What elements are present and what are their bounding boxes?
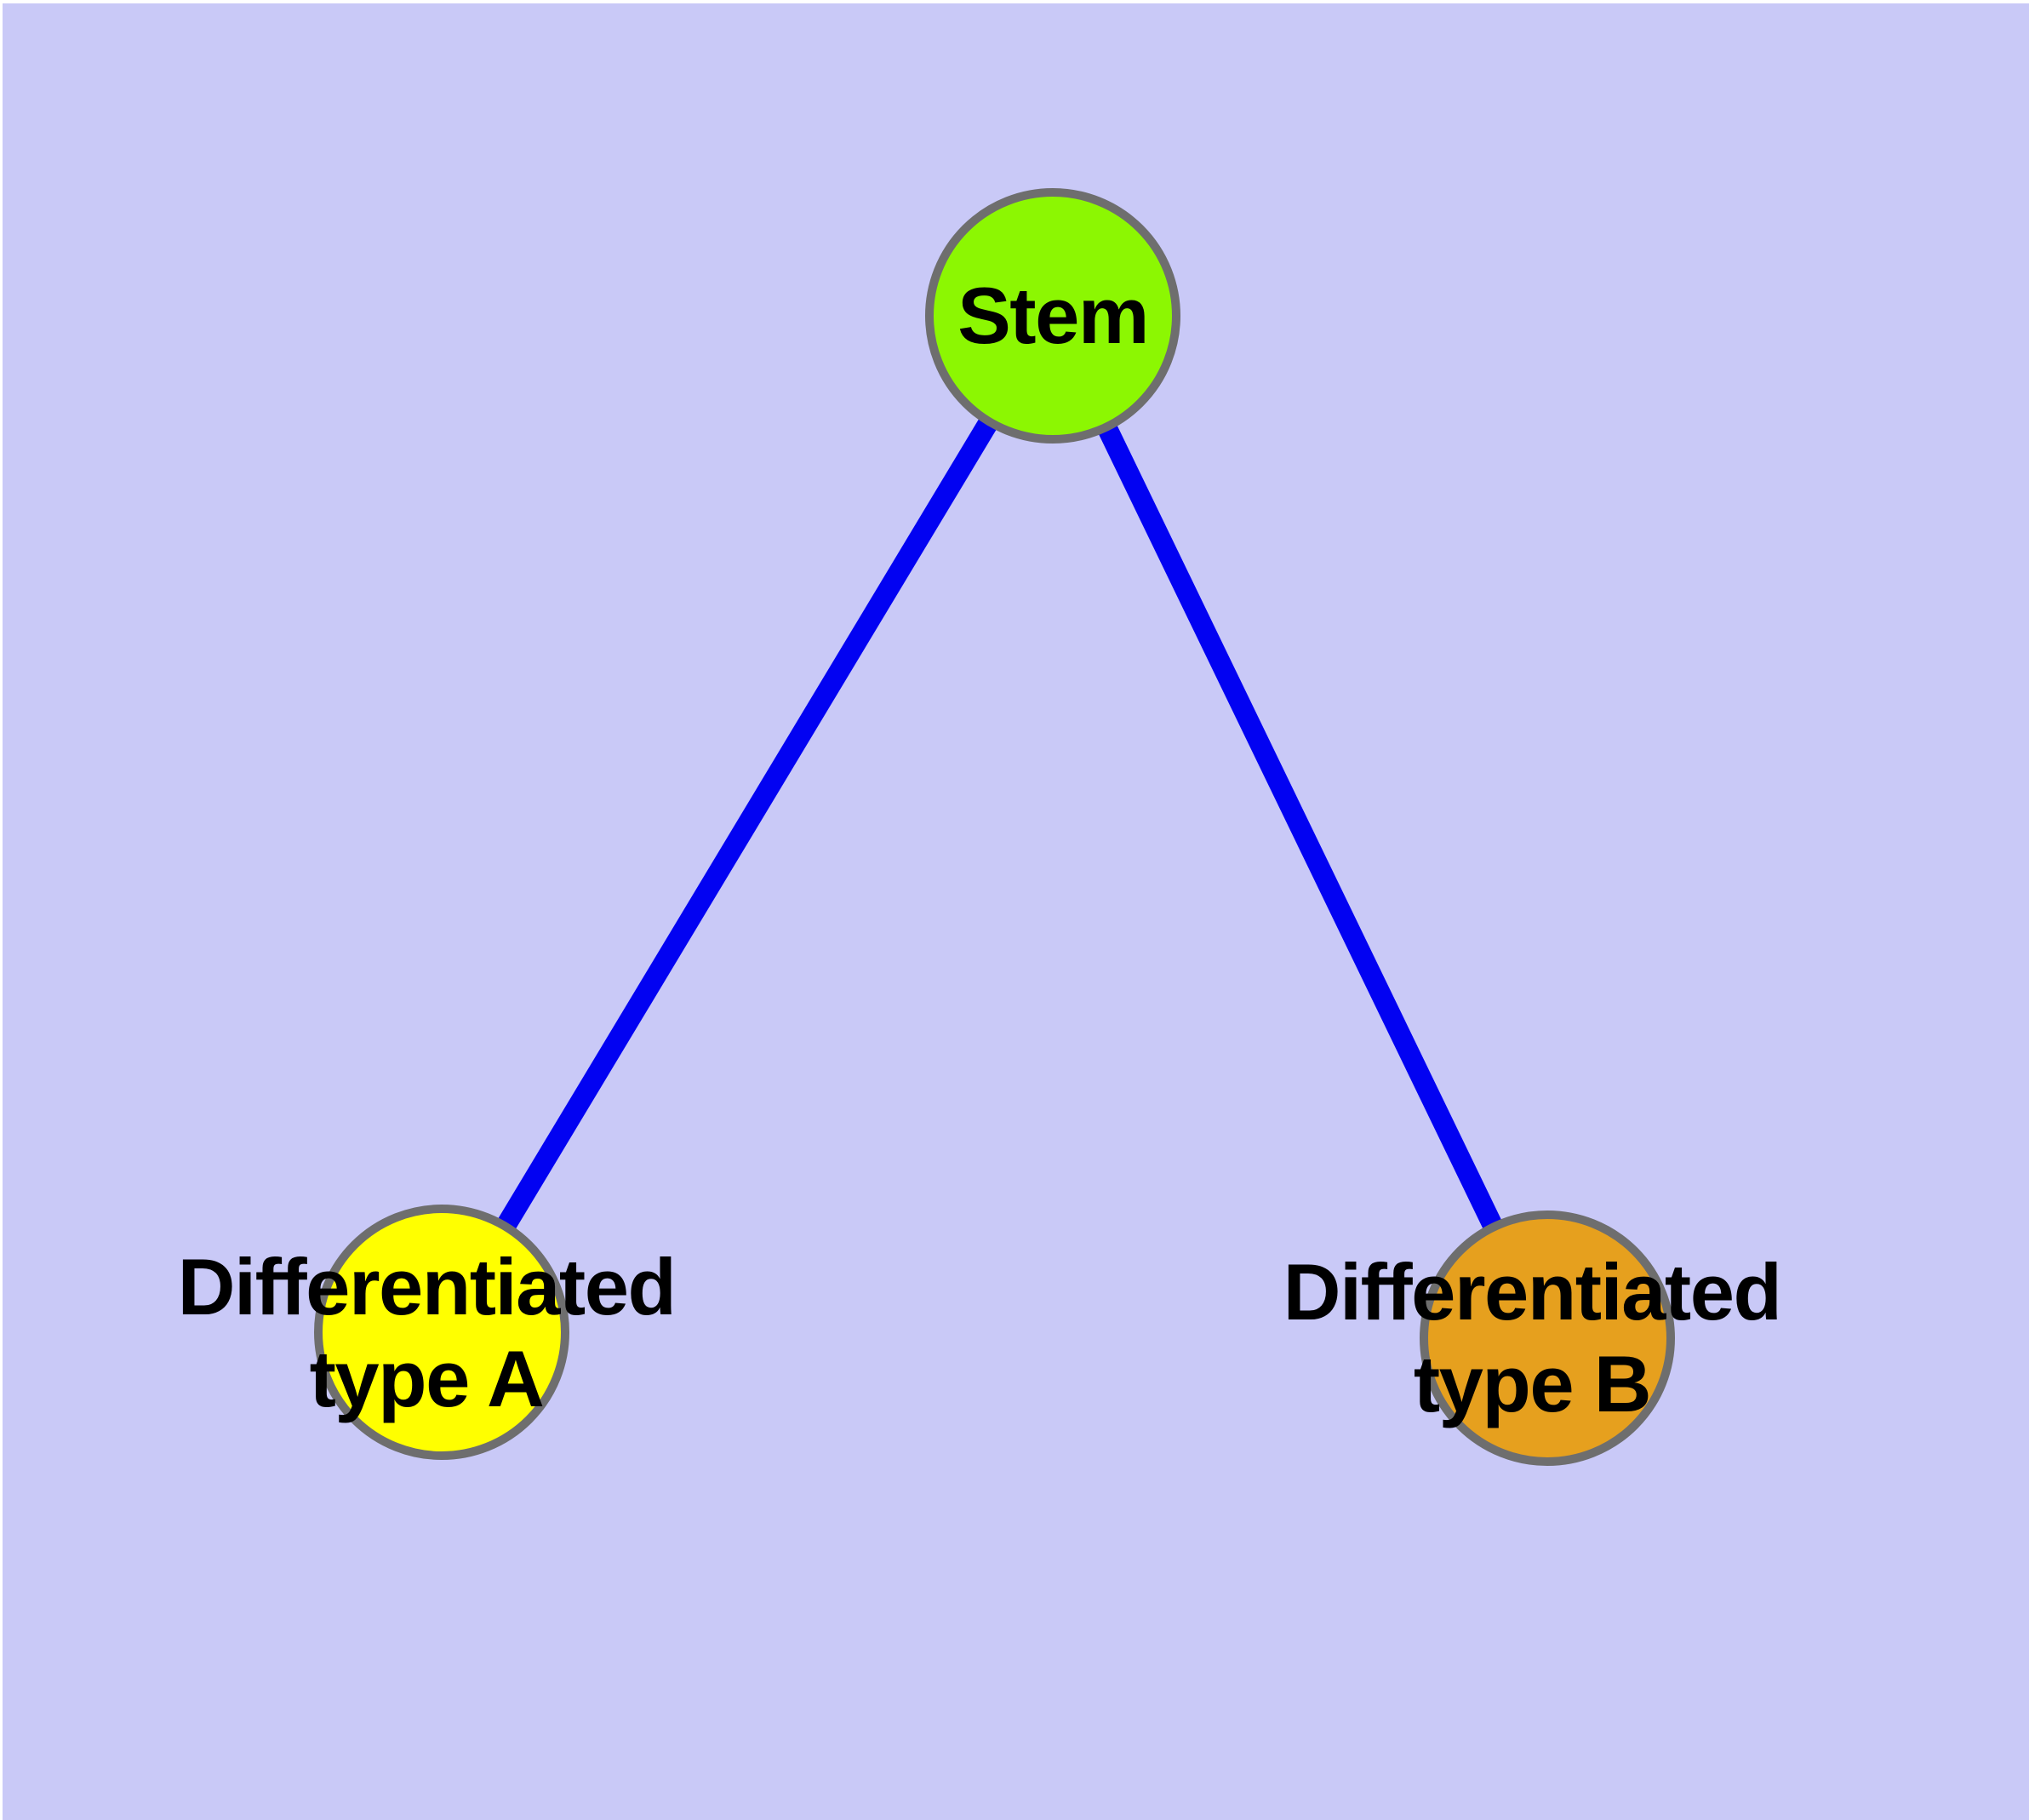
edge-stem-to-type-b bbox=[1043, 311, 1557, 1343]
label-line: Differentiated bbox=[1283, 1247, 1782, 1336]
label-line: Differentiated bbox=[177, 1242, 677, 1331]
label-line: type A bbox=[309, 1334, 545, 1423]
edge-stem-to-type-a bbox=[432, 310, 1062, 1338]
node-differentiated-type-a bbox=[314, 1205, 569, 1460]
node-stem-label: Stem bbox=[957, 271, 1149, 360]
node-stem: Stem bbox=[925, 188, 1180, 444]
node-differentiated-type-b bbox=[1420, 1210, 1675, 1466]
label-line: type B bbox=[1413, 1339, 1652, 1428]
node-differentiated-type-b-label: Differentiated type B bbox=[1283, 1246, 1782, 1430]
node-differentiated-type-a-label: Differentiated type A bbox=[177, 1241, 677, 1425]
